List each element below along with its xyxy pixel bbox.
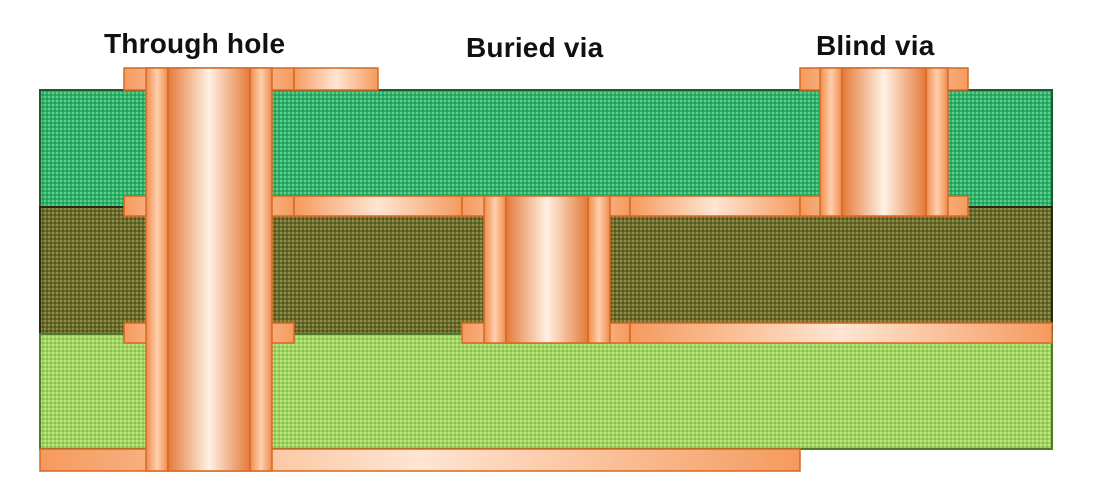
buried-via-label: Buried via xyxy=(466,32,604,63)
through-hole-via xyxy=(39,67,801,472)
buried-via xyxy=(293,195,1053,344)
blind-via xyxy=(799,67,969,217)
through-hole-label: Through hole xyxy=(104,28,286,59)
blind-via-label: Blind via xyxy=(816,30,935,61)
